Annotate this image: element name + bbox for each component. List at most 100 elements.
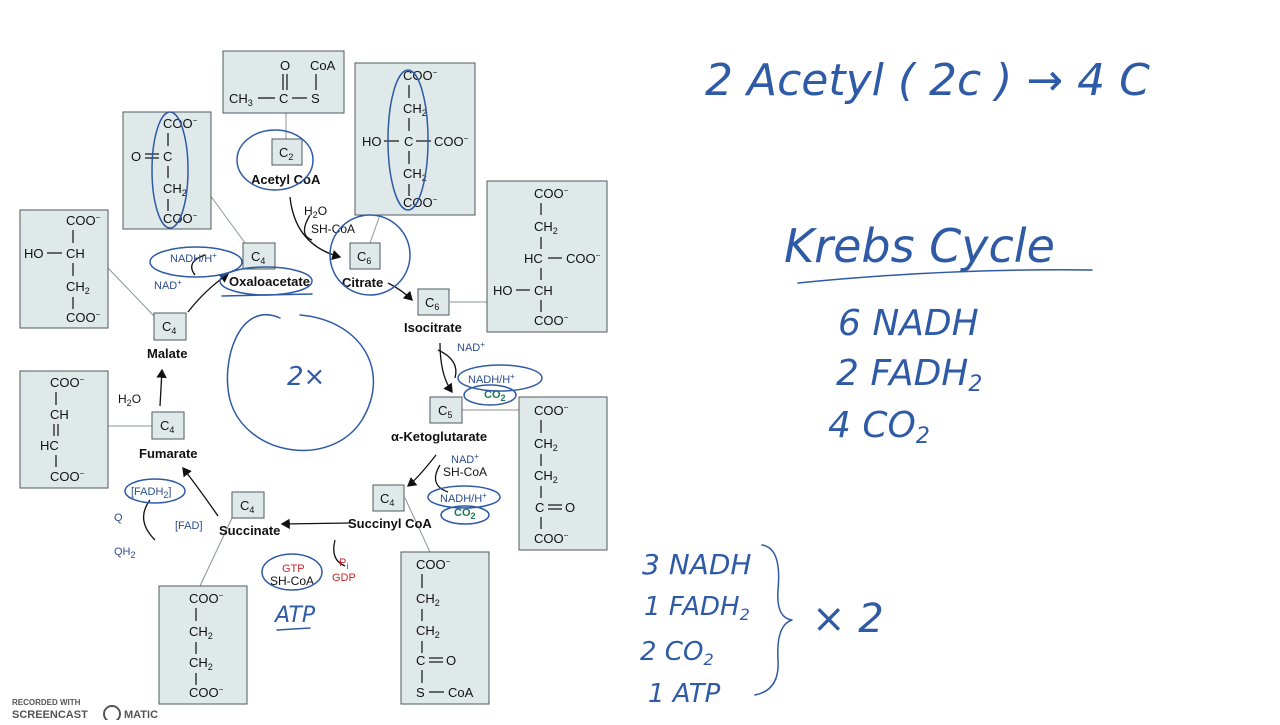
carbon-box-succinyl-coa: C4 xyxy=(372,484,405,512)
svg-text:C4: C4 xyxy=(162,319,176,336)
svg-text:2 CO2: 2 CO2 xyxy=(640,637,714,669)
svg-text:CH: CH xyxy=(50,407,69,422)
svg-text:CH3: CH3 xyxy=(229,91,253,108)
svg-text:SH-CoA: SH-CoA xyxy=(443,465,487,479)
label-succinyl-coa: Succinyl CoA xyxy=(348,516,432,531)
svg-text:COO−: COO− xyxy=(163,116,198,131)
svg-text:CH2: CH2 xyxy=(189,655,213,672)
svg-text:O: O xyxy=(565,500,575,515)
svg-text:3 NADH: 3 NADH xyxy=(642,548,751,581)
svg-text:COO−: COO− xyxy=(403,68,438,83)
svg-text:COO−: COO− xyxy=(50,469,85,484)
ink-circle-fadh2 xyxy=(124,478,186,504)
svg-text:C: C xyxy=(535,500,544,515)
ink-totals: 6 NADH 2 FADH2 4 CO2 xyxy=(828,303,982,449)
ink-brace xyxy=(754,544,793,696)
branch-nad-1 xyxy=(437,349,457,379)
svg-text:RECORDED WITH: RECORDED WITH xyxy=(12,698,81,707)
carbon-box-isocitrate: C6 xyxy=(417,288,450,316)
carbon-box-succinate: C4 xyxy=(231,491,265,519)
arrow-isocitrate-to-aketo xyxy=(439,342,453,394)
label-citrate: Citrate xyxy=(342,275,383,290)
ink-circle-nadh-2 xyxy=(427,485,501,509)
svg-text:COO−: COO− xyxy=(416,557,451,572)
svg-text:C4: C4 xyxy=(380,491,394,508)
svg-text:C: C xyxy=(404,134,413,149)
ink-circle-co2-1 xyxy=(463,384,517,406)
svg-text:CH2: CH2 xyxy=(534,219,558,236)
ink-atp-note: ATP xyxy=(273,603,316,628)
arrow-succinate-to-fumarate xyxy=(182,466,219,517)
carbon-box-alpha-ketoglutarate: C5 xyxy=(429,396,463,424)
svg-text:CH2: CH2 xyxy=(403,101,427,118)
carbon-count-boxes: C2 C6 C6 C5 C4 C4 C4 C4 xyxy=(151,138,463,519)
svg-text:NAD+: NAD+ xyxy=(451,452,479,466)
svg-text:1 ATP: 1 ATP xyxy=(648,679,721,709)
ink-cycle-label: 2× xyxy=(287,362,325,392)
ink-title: Krebs Cycle xyxy=(784,219,1055,273)
svg-text:COO−: COO− xyxy=(534,313,569,328)
svg-text:CoA: CoA xyxy=(310,58,336,73)
connector-lines xyxy=(107,113,519,587)
connector-citrate xyxy=(369,214,381,244)
svg-text:NADH/H+: NADH/H+ xyxy=(468,372,515,386)
svg-text:COO−: COO− xyxy=(566,251,601,266)
connector-oxaloacetate xyxy=(209,194,246,244)
svg-text:CH2: CH2 xyxy=(416,591,440,608)
screencast-watermark: RECORDED WITH SCREENCAST MATIC xyxy=(12,698,158,723)
connector-malate xyxy=(107,267,155,317)
svg-text:× 2: × 2 xyxy=(812,596,884,642)
ink-title-underline xyxy=(797,269,1093,284)
label-isocitrate: Isocitrate xyxy=(404,320,462,335)
arrow-malate-to-oxaloacetate xyxy=(187,273,230,313)
svg-text:C4: C4 xyxy=(251,249,265,266)
malate-structure: COO− HO CH CH2 COO− xyxy=(19,209,109,329)
svg-text:SCREENCAST: SCREENCAST xyxy=(12,709,88,720)
svg-text:C6: C6 xyxy=(425,295,439,312)
svg-text:NADH/H+: NADH/H+ xyxy=(440,491,487,505)
ink-underline-atp xyxy=(276,627,311,631)
svg-text:CO2: CO2 xyxy=(484,389,506,403)
arrow-fumarate-to-malate xyxy=(156,368,167,407)
svg-text:C5: C5 xyxy=(438,403,452,420)
svg-text:CH2: CH2 xyxy=(66,279,90,296)
reaction-arrows xyxy=(143,196,457,567)
svg-text:CoA: CoA xyxy=(448,685,474,700)
label-malate: Malate xyxy=(147,346,187,361)
svg-text:CH: CH xyxy=(66,246,85,261)
svg-text:H2O: H2O xyxy=(118,392,141,408)
branch-gdp xyxy=(333,539,346,567)
label-acetyl-coa: Acetyl CoA xyxy=(251,172,321,187)
ink-per-turn: 3 NADH 1 FADH2 2 CO2 1 ATP × 2 xyxy=(640,544,884,709)
svg-text:COO−: COO− xyxy=(434,134,469,149)
svg-text:O: O xyxy=(131,149,141,164)
svg-text:C6: C6 xyxy=(357,249,371,266)
arrow-succinylcoa-to-succinate xyxy=(280,518,351,530)
ink-acetyl-line: 2 Acetyl ( 2c ) → 4 C xyxy=(705,55,1150,106)
svg-text:6 NADH: 6 NADH xyxy=(838,303,979,344)
svg-text:O: O xyxy=(446,653,456,668)
svg-text:NAD+: NAD+ xyxy=(457,340,485,354)
carbon-box-fumarate: C4 xyxy=(151,411,185,440)
ink-circle-nadh-malate xyxy=(149,246,243,278)
fumarate-structure: COO− CH HC COO− xyxy=(19,370,109,489)
carbon-box-acetyl-coa: C2 xyxy=(271,138,303,166)
ink-circle-co2-2 xyxy=(440,505,490,525)
svg-text:C4: C4 xyxy=(240,498,254,515)
svg-text:CH2: CH2 xyxy=(163,181,187,198)
svg-text:C2: C2 xyxy=(279,145,293,162)
svg-text:CH2: CH2 xyxy=(416,623,440,640)
svg-text:NAD+: NAD+ xyxy=(154,278,182,292)
branch-water xyxy=(303,214,313,241)
svg-text:CH2: CH2 xyxy=(189,624,213,641)
svg-text:SH-CoA: SH-CoA xyxy=(270,574,314,588)
connector-succinate xyxy=(199,517,233,587)
svg-text:C: C xyxy=(163,149,172,164)
arrow-aketo-to-succinylcoa xyxy=(406,454,437,487)
oxaloacetate-structure: COO− O C CH2 COO− xyxy=(122,111,212,230)
branch-nad-2 xyxy=(434,464,449,493)
svg-text:C4: C4 xyxy=(160,418,174,435)
svg-text:S: S xyxy=(311,91,320,106)
